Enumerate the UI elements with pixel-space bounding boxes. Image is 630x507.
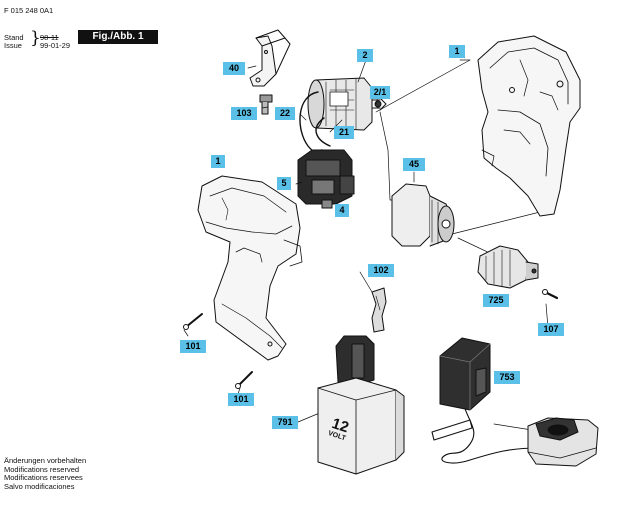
charger-base: [527, 417, 599, 467]
gearbox-part: [391, 183, 455, 247]
clip-102: [371, 287, 387, 333]
housing-right-half: [477, 35, 581, 217]
document-number: F 015 248 0A1: [4, 6, 54, 15]
callout-40: 40: [223, 62, 245, 75]
callout-101-upper: 101: [180, 340, 206, 353]
bracket-part: [249, 29, 291, 87]
power-adapter: [439, 337, 491, 411]
callout-791: 791: [272, 416, 298, 429]
callout-21: 21: [334, 126, 354, 139]
chuck-part: [477, 245, 539, 289]
screw-103: [259, 94, 273, 115]
screw-107: [542, 289, 559, 300]
battery-part: [317, 335, 405, 475]
stand-value: 98-11: [40, 33, 59, 42]
housing-left-half: [197, 175, 303, 361]
callout-725: 725: [483, 294, 509, 307]
issue-label: Issue: [4, 41, 22, 50]
callout-107: 107: [538, 323, 564, 336]
callout-2-1: 2/1: [370, 86, 390, 99]
callout-1-left: 1: [211, 155, 225, 168]
callout-22: 22: [275, 107, 295, 120]
brace-symbol: }: [30, 28, 41, 48]
screw-101-upper: [183, 313, 203, 337]
issue-value: 99-01-29: [40, 41, 71, 50]
footer-line-es: Salvo modificaciones: [4, 481, 75, 491]
footer-line-de: Änderungen vorbehalten: [4, 456, 87, 465]
footer-notes: Änderungen vorbehalten Modifications res…: [4, 456, 87, 491]
figure-label: Fig./Abb. 1: [78, 30, 158, 44]
callout-101-lower: 101: [228, 393, 254, 406]
callout-102: 102: [368, 264, 394, 277]
switch-part: [297, 149, 355, 209]
footer-line-fr: Modifications reservees: [4, 473, 83, 483]
callout-2: 2: [357, 49, 373, 62]
callout-753: 753: [494, 371, 520, 384]
callout-45: 45: [403, 158, 425, 171]
callout-4: 4: [335, 204, 349, 217]
callout-1-right: 1: [449, 45, 465, 58]
callout-103: 103: [231, 107, 257, 120]
stand-label: Stand: [4, 33, 24, 42]
callout-5: 5: [277, 177, 291, 190]
footer-line-en: Modifications reserved: [4, 464, 80, 474]
motor-part: [307, 77, 387, 131]
charger-cord: [431, 399, 541, 464]
screw-101-lower: [235, 371, 253, 395]
